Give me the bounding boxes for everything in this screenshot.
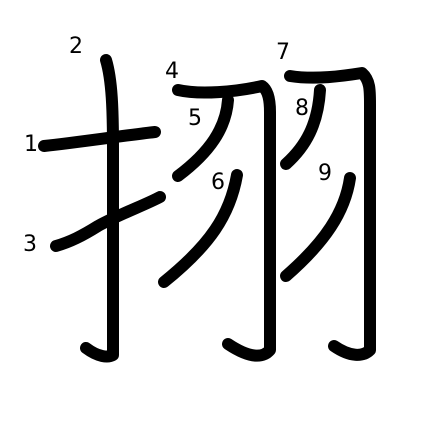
stroke-5-path: [172, 94, 234, 182]
stroke-number-6: 6: [211, 170, 225, 195]
stroke-number-9: 9: [318, 161, 332, 186]
stroke-number-8: 8: [295, 96, 309, 121]
stroke-number-2: 2: [69, 34, 83, 59]
stroke-8-path: [280, 84, 326, 170]
stroke-4-path: [172, 80, 276, 362]
stroke-number-1: 1: [24, 132, 38, 157]
stroke-2-path: [80, 54, 119, 363]
stroke-7-path: [284, 67, 376, 361]
stroke-3-path: [50, 191, 166, 252]
stroke-number-5: 5: [188, 106, 202, 131]
stroke-9-path: [280, 172, 356, 282]
stroke-1-path: [38, 126, 161, 152]
stroke-number-4: 4: [165, 59, 179, 84]
stroke-number-7: 7: [276, 40, 290, 65]
stroke-6-path: [158, 169, 243, 288]
stroke-number-3: 3: [23, 232, 37, 257]
